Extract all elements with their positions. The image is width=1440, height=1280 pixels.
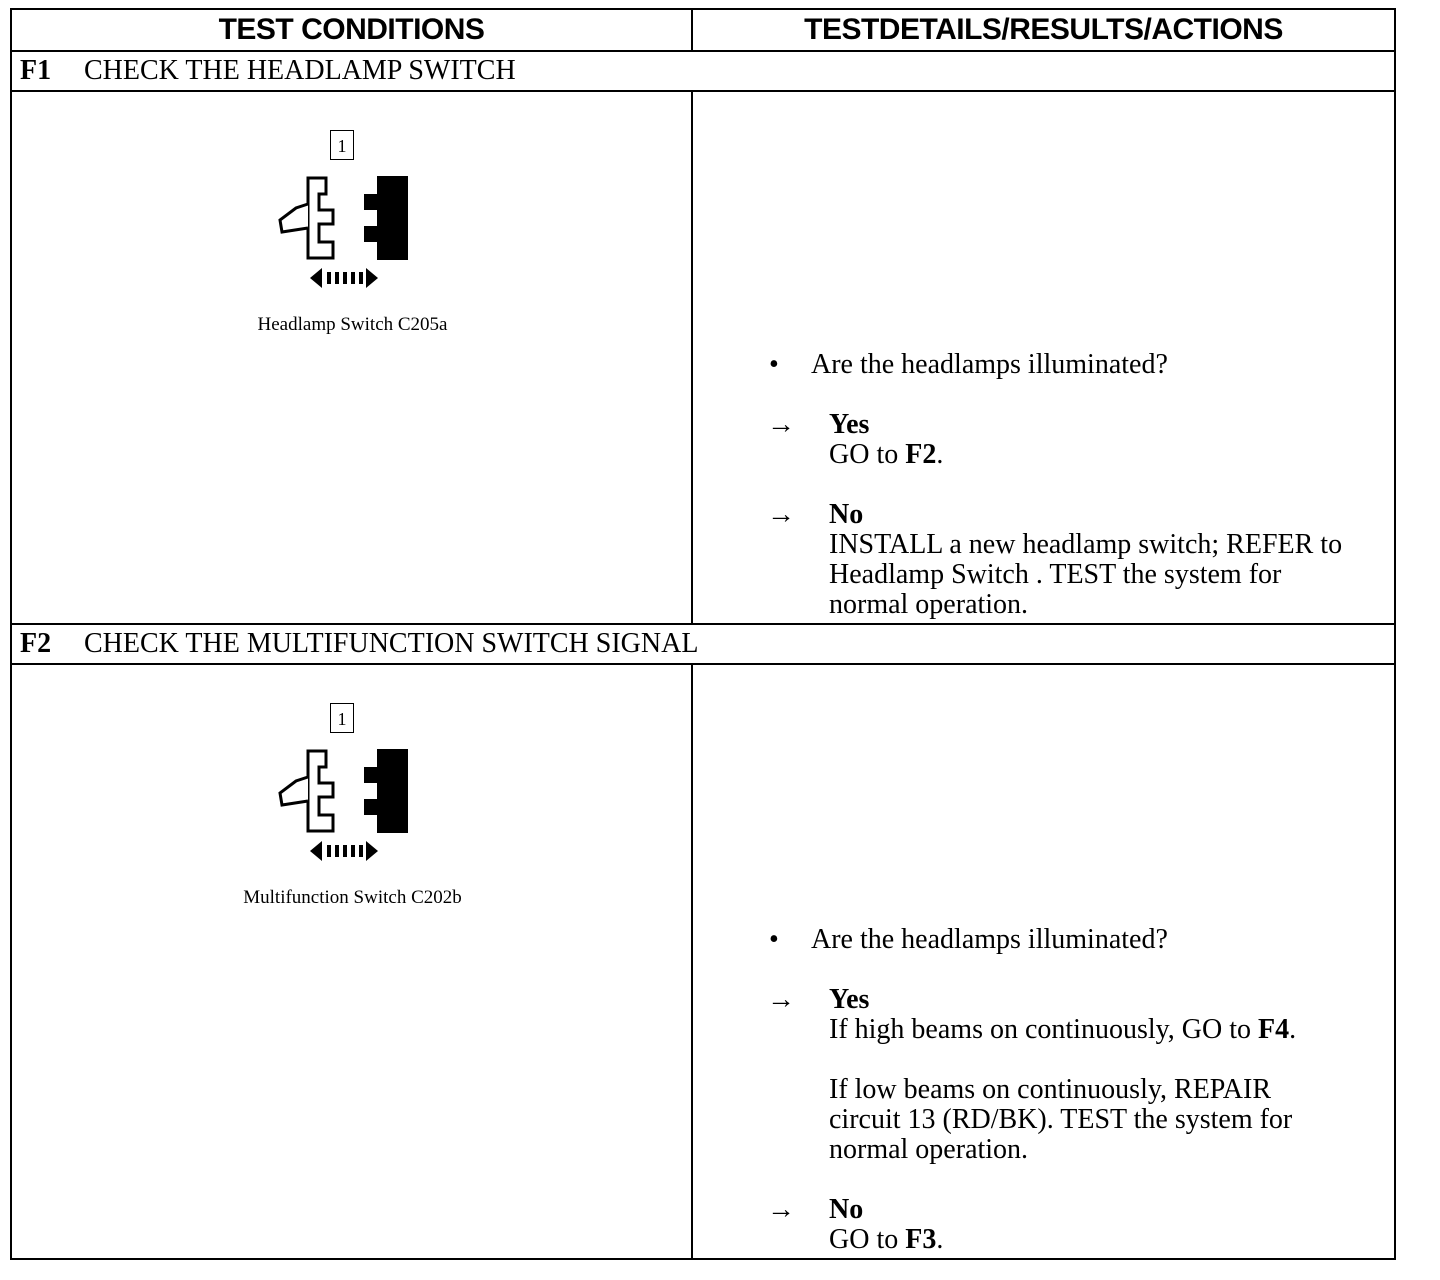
bullet-icon: • [769,924,779,955]
step-title: CHECK THE HEADLAMP SWITCH [84,55,516,86]
action-punct: . [1289,1014,1297,1045]
connector-icon [278,176,408,288]
yes-action: GO to F2. [829,440,1389,470]
connector-diagram: 1 [278,130,408,300]
yes-action-line: If low beams on continuously, REPAIR [829,1074,1272,1105]
no-label: No [829,1194,864,1225]
connector-caption: Headlamp Switch C205a [257,314,448,335]
diagnostic-table: TEST CONDITIONS TESTDETAILS/RESULTS/ACTI… [10,8,1396,1260]
action-text: GO to [829,1224,906,1255]
step-title-row: F2 CHECK THE MULTIFUNCTION SWITCH SIGNAL [10,623,1396,665]
question-line: • Are the headlamps illuminated? [769,350,1168,380]
action-text: GO to [829,439,906,470]
yes-label: Yes [829,409,870,440]
right-arrow-icon: → [767,984,795,1015]
no-branch: → No GO to F3. [767,1195,1389,1255]
step-reference: F3 [905,1224,937,1255]
test-actions-cell: • Are the headlamps illuminated? → Yes GO… [691,90,1396,625]
step-title-row: F1 CHECK THE HEADLAMP SWITCH [10,50,1396,92]
table-header-row: TEST CONDITIONS TESTDETAILS/RESULTS/ACTI… [10,8,1396,52]
diagnostic-table-page: TEST CONDITIONS TESTDETAILS/RESULTS/ACTI… [10,8,1396,1260]
step-body-row: 1 Multifunction Switch C202b •Are [10,663,1396,1260]
step-f2-title: F2 CHECK THE MULTIFUNCTION SWITCH SIGNAL [10,623,1396,665]
yes-action: If high beams on continuously, GO to F4. [829,1015,1389,1045]
connector-icon [278,749,408,861]
no-label: No [829,499,864,530]
step-body-row: 1 Headlamp Switch C205a •Are the h [10,90,1396,625]
step-reference: F4 [1258,1014,1290,1045]
yes-branch: → Yes If high beams on continuously, GO … [767,985,1389,1165]
yes-branch: → Yes GO to F2. [767,410,1389,470]
connector-caption: Multifunction Switch C202b [243,887,462,908]
step-id: F1 [20,55,52,86]
test-actions-cell: • Are the headlamps illuminated? → Yes If… [691,663,1396,1260]
no-action: GO to F3. [829,1225,1389,1255]
header-test-details: TESTDETAILS/RESULTS/ACTIONS [691,8,1396,52]
step-title: CHECK THE MULTIFUNCTION SWITCH SIGNAL [84,628,699,659]
step-id: F2 [20,628,52,659]
question-text: Are the headlamps illuminated? [811,349,1168,380]
pin-number-box: 1 [330,703,354,733]
right-arrow-icon: → [767,499,795,530]
no-action-line: normal operation. [829,589,1029,620]
question-text: Are the headlamps illuminated? [811,924,1168,955]
test-conditions-cell: 1 Multifunction Switch C202b [10,663,693,1260]
connector-diagram: 1 [278,703,408,873]
right-arrow-icon: → [767,1194,795,1225]
yes-action-line: normal operation. [829,1134,1029,1165]
yes-label: Yes [829,984,870,1015]
step-f1-title: F1 CHECK THE HEADLAMP SWITCH [10,50,1396,92]
action-punct: . [936,1224,944,1255]
header-test-conditions: TEST CONDITIONS [10,8,693,52]
no-action-line: Headlamp Switch . TEST the system for [829,559,1282,590]
action-text: If high beams on continuously, GO to [829,1014,1259,1045]
question-line: • Are the headlamps illuminated? [769,925,1168,955]
right-arrow-icon: → [767,409,795,440]
test-conditions-cell: 1 Headlamp Switch C205a [10,90,693,625]
step-reference: F2 [905,439,937,470]
no-action-line: INSTALL a new headlamp switch; REFER to [829,529,1343,560]
action-punct: . [936,439,944,470]
bullet-icon: • [769,349,779,380]
pin-number-box: 1 [330,130,354,160]
yes-action-line: circuit 13 (RD/BK). TEST the system for [829,1104,1293,1135]
no-branch: → No INSTALL a new headlamp switch; REFE… [767,500,1389,620]
